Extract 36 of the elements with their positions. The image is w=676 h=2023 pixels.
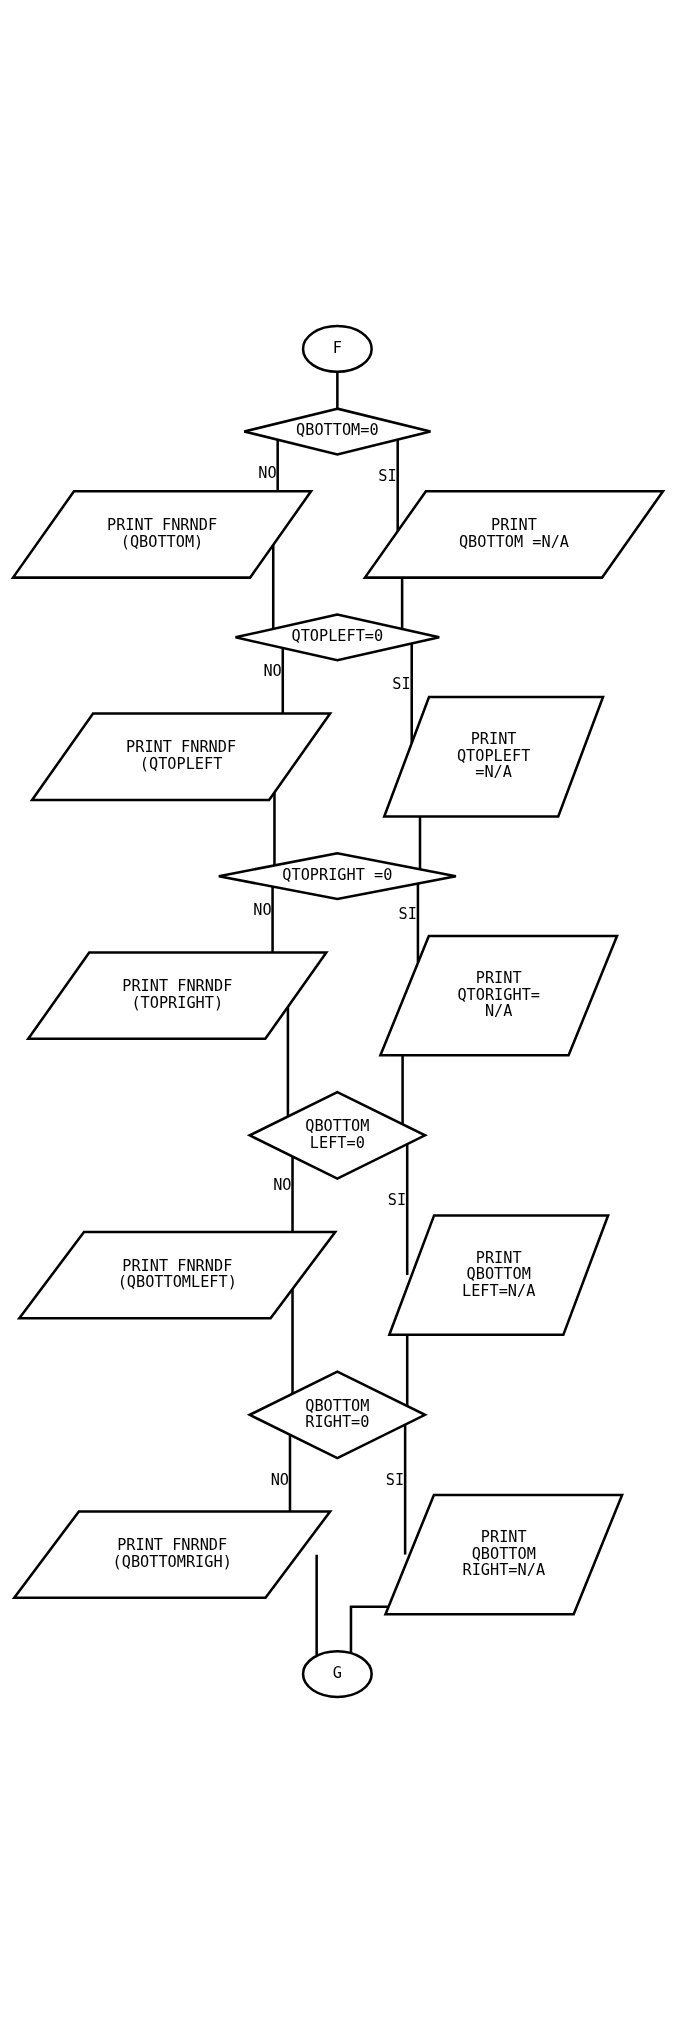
connector: [418, 816, 422, 870]
node-diamond: QBOTTOM RIGHT=0: [246, 1370, 428, 1460]
connector: [271, 886, 274, 953]
connector: [396, 439, 399, 531]
edge-label: SI: [387, 1191, 407, 1210]
connector: [403, 1424, 407, 1555]
connector: [405, 1144, 409, 1276]
connector: [315, 1554, 318, 1656]
connector: [401, 1055, 404, 1124]
connector: [405, 1335, 409, 1406]
node-diamond: QBOTTOM=0: [243, 407, 432, 456]
node-ellipse: G: [301, 1649, 373, 1699]
node-diamond: QTOPRIGHT =0: [217, 852, 458, 901]
edge-label: SI: [385, 1471, 405, 1490]
connector: [271, 545, 275, 629]
connector: [416, 883, 420, 963]
edge-label: NO: [253, 901, 272, 920]
node-diamond: QTOPLEFT=0: [234, 613, 441, 662]
connector: [349, 1605, 389, 1653]
edge-label: NO: [270, 1471, 289, 1490]
edge-label: NO: [263, 662, 282, 681]
edge-label: SI: [398, 904, 417, 923]
edge-label: SI: [392, 675, 411, 694]
connector: [288, 1434, 292, 1511]
edge-label: SI: [378, 466, 397, 485]
edge-label: NO: [258, 463, 277, 482]
connector: [410, 643, 413, 743]
connector: [291, 1289, 294, 1394]
node-ellipse: F: [301, 324, 373, 374]
connector: [286, 1007, 290, 1117]
connector: [281, 648, 285, 714]
connector: [291, 1156, 294, 1232]
connector: [273, 792, 276, 865]
connector: [336, 371, 339, 409]
connector: [276, 439, 279, 492]
connector: [400, 578, 404, 629]
